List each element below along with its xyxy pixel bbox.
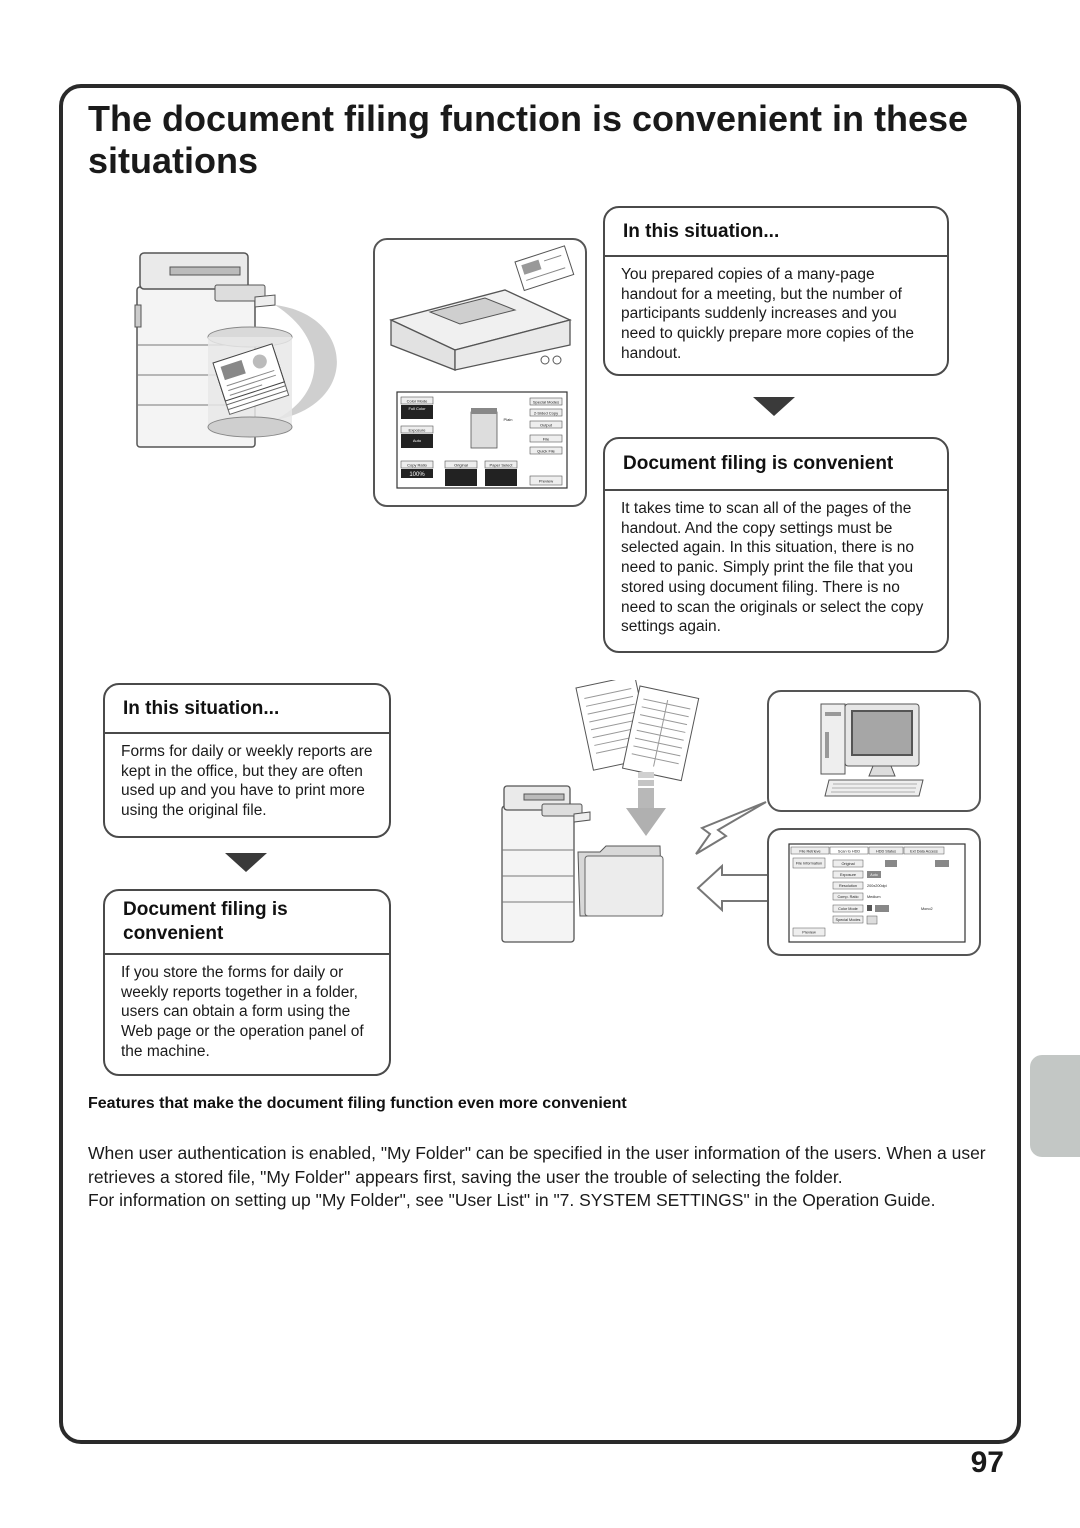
- scenario2-situation-callout: In this situation... Forms for daily or …: [103, 683, 391, 838]
- file-retrieve-panel: File Retrieve Scan to HDD HDD Status Ext…: [767, 828, 981, 956]
- copy-full-color-value: Full Color: [408, 406, 426, 411]
- copy-two-sided-button: 2-Sided Copy: [534, 411, 558, 416]
- file-exposure-auto: Auto: [870, 873, 877, 877]
- forms-to-folder-illustration: [490, 674, 780, 950]
- scenario1-convenient-text: It takes time to scan all of the pages o…: [621, 500, 924, 636]
- copy-paper-select-label: Paper Select: [490, 463, 514, 468]
- copy-file-button: File: [543, 437, 550, 442]
- copy-preview-button: Preview: [539, 479, 553, 484]
- copy-color-mode-label: Color Mode: [407, 399, 428, 404]
- file-tab-retrieve: File Retrieve: [799, 850, 820, 854]
- scenario2-down-arrow: [225, 853, 267, 872]
- file-mono-value: Mono2: [921, 907, 933, 911]
- copy-ratio-label: Copy Ratio: [407, 463, 428, 468]
- features-paragraph-1: When user authentication is enabled, "My…: [88, 1143, 986, 1187]
- scenario1-situation-heading: In this situation...: [605, 208, 947, 257]
- file-color-mode-button: Color Mode: [838, 907, 858, 911]
- scenario1-convenient-heading: Document filing is convenient: [605, 439, 947, 491]
- file-special-modes-button: Special Modes: [836, 918, 861, 922]
- page-title: The document filing function is convenie…: [88, 98, 969, 181]
- file-resolution-button: Resolution: [839, 884, 857, 888]
- scenario2-situation-text: Forms for daily or weekly reports are ke…: [121, 743, 373, 820]
- copy-output-button: Output: [540, 423, 553, 428]
- chapter-side-tab: [1030, 1055, 1080, 1157]
- file-resolution-value: 200x200dpi: [867, 884, 887, 888]
- file-exposure-button: Exposure: [840, 873, 856, 877]
- copy-original-label: Original: [454, 463, 468, 468]
- mfp-stored-copies-illustration: [125, 245, 350, 455]
- file-comp-ratio-value: Medium: [867, 895, 881, 899]
- scenario1-convenient-callout: Document filing is convenient It takes t…: [603, 437, 949, 653]
- copy-screen-panel: Color Mode Full Color Exposure Auto Plai…: [373, 238, 587, 507]
- features-heading: Features that make the document filing f…: [88, 1095, 627, 1112]
- copy-ratio-value: 100%: [409, 472, 425, 478]
- file-info-button: File Information: [796, 862, 822, 866]
- scenario1-situation-text: You prepared copies of a many-page hando…: [621, 266, 914, 362]
- page-number: 97: [970, 1446, 1004, 1479]
- scenario1-situation-callout: In this situation... You prepared copies…: [603, 206, 949, 376]
- scenario2-convenient-heading: Document filing is convenient: [105, 891, 389, 955]
- scenario2-convenient-text: If you store the forms for daily or week…: [121, 964, 364, 1060]
- copy-exposure-value: Auto: [413, 438, 422, 443]
- file-comp-ratio-button: Comp. Ratio: [837, 895, 858, 899]
- computer-panel: [767, 690, 981, 812]
- file-tab-scan-to-hdd: Scan to HDD: [838, 850, 860, 854]
- features-paragraph-2: For information on setting up "My Folder…: [88, 1190, 936, 1210]
- file-preview-button: Preview: [802, 931, 816, 935]
- scenario1-down-arrow: [753, 397, 795, 416]
- file-original-button: Original: [841, 862, 854, 866]
- file-tab-hdd-status: HDD Status: [876, 850, 896, 854]
- scenario2-convenient-callout: Document filing is convenient If you sto…: [103, 889, 391, 1076]
- scenario2-situation-heading: In this situation...: [105, 685, 389, 734]
- copy-plain-label: Plain: [504, 417, 513, 422]
- copy-special-modes-button: Special Modes: [533, 400, 559, 405]
- file-tab-ext-data: Ext Data Access: [910, 850, 938, 854]
- copy-exposure-label: Exposure: [409, 428, 427, 433]
- copy-quick-file-button: Quick File: [537, 449, 556, 454]
